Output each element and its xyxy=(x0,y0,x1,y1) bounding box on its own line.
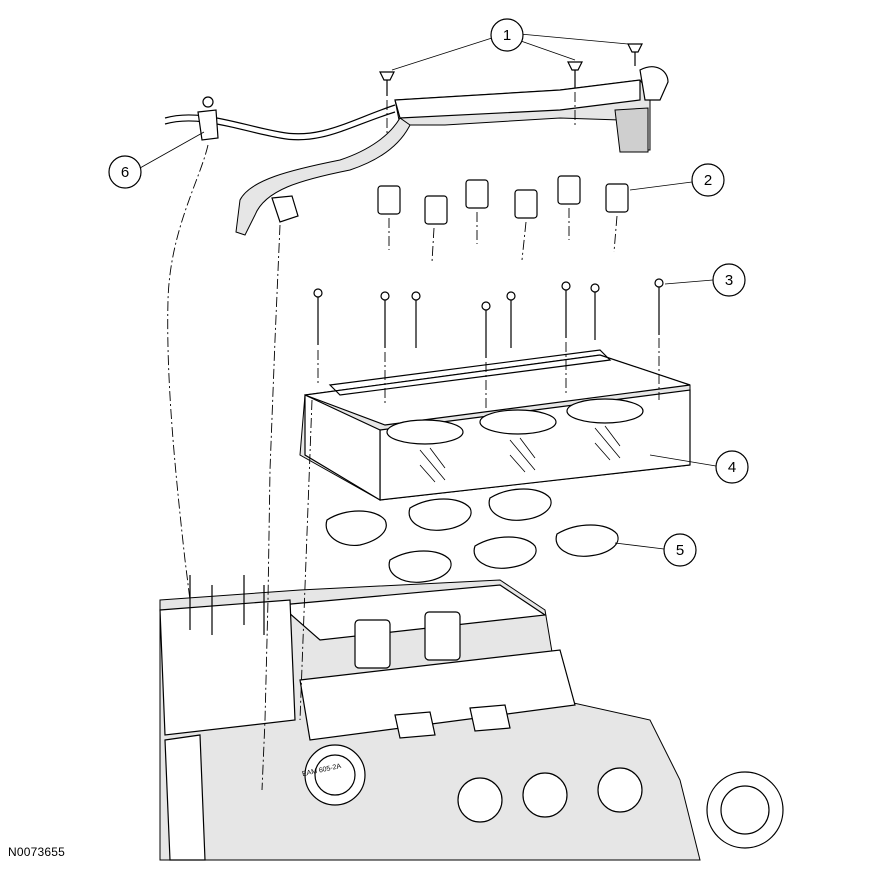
intake-gaskets xyxy=(325,488,619,583)
callout-5: 5 xyxy=(663,533,697,567)
callout-6: 6 xyxy=(108,155,142,189)
callout-leaders xyxy=(139,33,717,550)
wiring-harness xyxy=(164,96,411,236)
callout-1: 1 xyxy=(490,18,524,52)
callout-4-label: 4 xyxy=(728,459,736,476)
harness-cover xyxy=(394,66,669,153)
callout-4: 4 xyxy=(715,450,749,484)
coil-connectors xyxy=(377,175,629,225)
manifold-bolts xyxy=(313,278,664,358)
assembly-lines xyxy=(167,92,660,791)
intake-manifold xyxy=(299,349,691,502)
callout-3: 3 xyxy=(712,263,746,297)
figure-id: N0073655 xyxy=(8,845,65,859)
engine-block: EAM 605-2A xyxy=(159,575,784,861)
callout-6-label: 6 xyxy=(121,164,129,181)
callout-5-label: 5 xyxy=(676,542,684,559)
callout-2: 2 xyxy=(691,163,725,197)
callout-2-label: 2 xyxy=(704,172,712,189)
callout-3-label: 3 xyxy=(725,272,733,289)
retainer-bolt xyxy=(379,43,643,96)
callout-1-label: 1 xyxy=(503,27,511,44)
